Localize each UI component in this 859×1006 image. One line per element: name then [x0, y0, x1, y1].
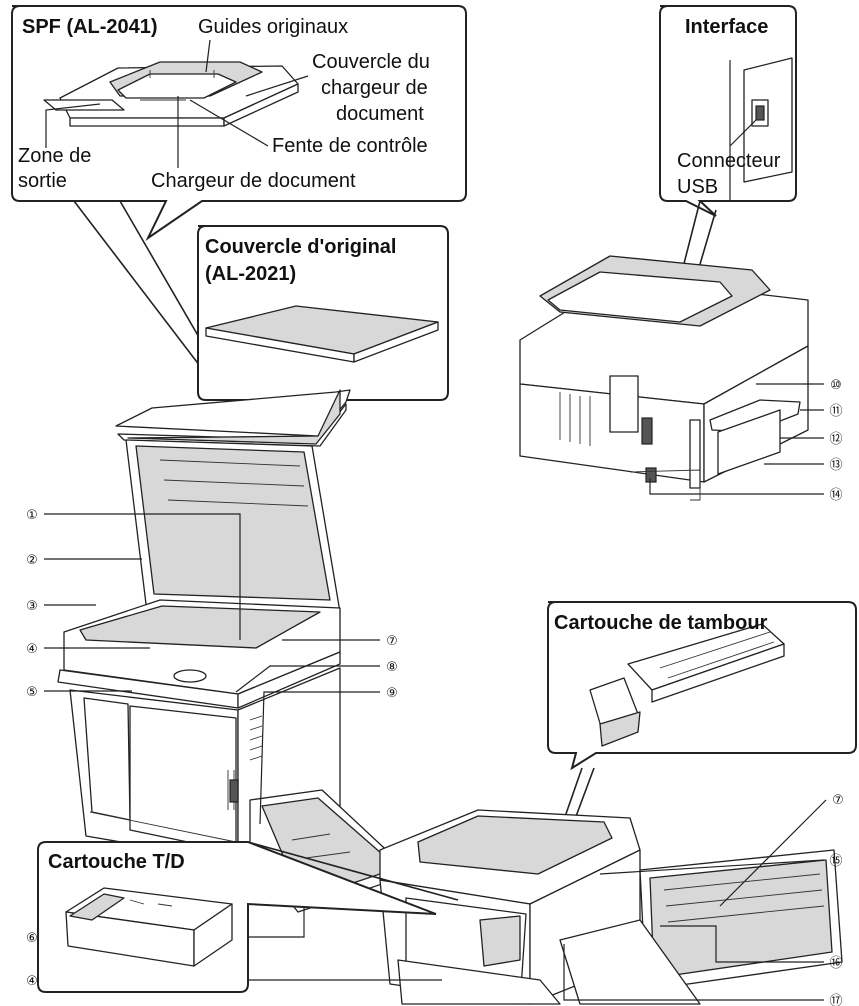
marker-16: ⑯	[829, 955, 842, 970]
marker-10: ⑩	[830, 377, 842, 392]
marker-17: ⑰	[829, 993, 842, 1006]
usb-label-2: USB	[677, 176, 718, 198]
spf-exit-label-2: sortie	[18, 170, 67, 192]
td-title: Cartouche T/D	[48, 851, 185, 873]
interface-title: Interface	[685, 16, 768, 38]
marker-13: ⑬	[829, 457, 842, 472]
marker-11: ⑪	[829, 403, 842, 418]
marker-12: ⑫	[829, 431, 842, 446]
spf-guides-label: Guides originaux	[198, 16, 348, 38]
number-markers: ① ② ③ ④ ⑤ ⑥ ⑦ ⑧ ⑨ ⑩ ⑪ ⑫ ⑬ ⑭ ⑦ ⑮ ⑯ ④ ⑰	[26, 377, 844, 1006]
original-cover-title-1: Couvercle d'original	[205, 236, 396, 258]
drum-cartridge-callout: Cartouche de tambour	[547, 601, 857, 771]
marker-9: ⑨	[386, 685, 398, 700]
marker-6: ⑥	[26, 930, 38, 945]
marker-14: ⑭	[829, 487, 842, 502]
spf-callout: SPF (AL-2041) Guides originaux Couvercle…	[11, 5, 467, 241]
spf-slot-label: Fente de contrôle	[272, 135, 428, 157]
copier-open-view	[379, 809, 843, 1005]
marker-7b: ⑦	[832, 792, 844, 807]
marker-2: ②	[26, 552, 38, 567]
marker-15: ⑮	[829, 853, 842, 868]
interface-callout: Interface Connecteur USB	[659, 5, 797, 217]
copier-rear-view	[519, 255, 809, 501]
spf-title: SPF (AL-2041)	[22, 16, 158, 38]
marker-4b: ④	[26, 973, 38, 988]
marker-3: ③	[26, 598, 38, 613]
marker-5: ⑤	[26, 684, 38, 699]
marker-1: ①	[26, 507, 38, 522]
spf-feeder-label: Chargeur de document	[151, 170, 356, 192]
td-cartridge-callout: Cartouche T/D	[37, 841, 437, 993]
copier-front-view	[57, 389, 413, 913]
spf-cover-label-3: document	[336, 103, 424, 125]
spf-exit-label-1: Zone de	[18, 145, 91, 167]
marker-7: ⑦	[386, 633, 398, 648]
marker-4: ④	[26, 641, 38, 656]
marker-8: ⑧	[386, 659, 398, 674]
original-cover-title-2: (AL-2021)	[205, 263, 296, 285]
usb-label-1: Connecteur	[677, 150, 781, 172]
drum-title: Cartouche de tambour	[554, 612, 768, 634]
spf-cover-label-1: Couvercle du	[312, 51, 430, 73]
spf-cover-label-2: chargeur de	[321, 77, 428, 99]
original-cover-callout: Couvercle d'original (AL-2021)	[197, 225, 449, 421]
